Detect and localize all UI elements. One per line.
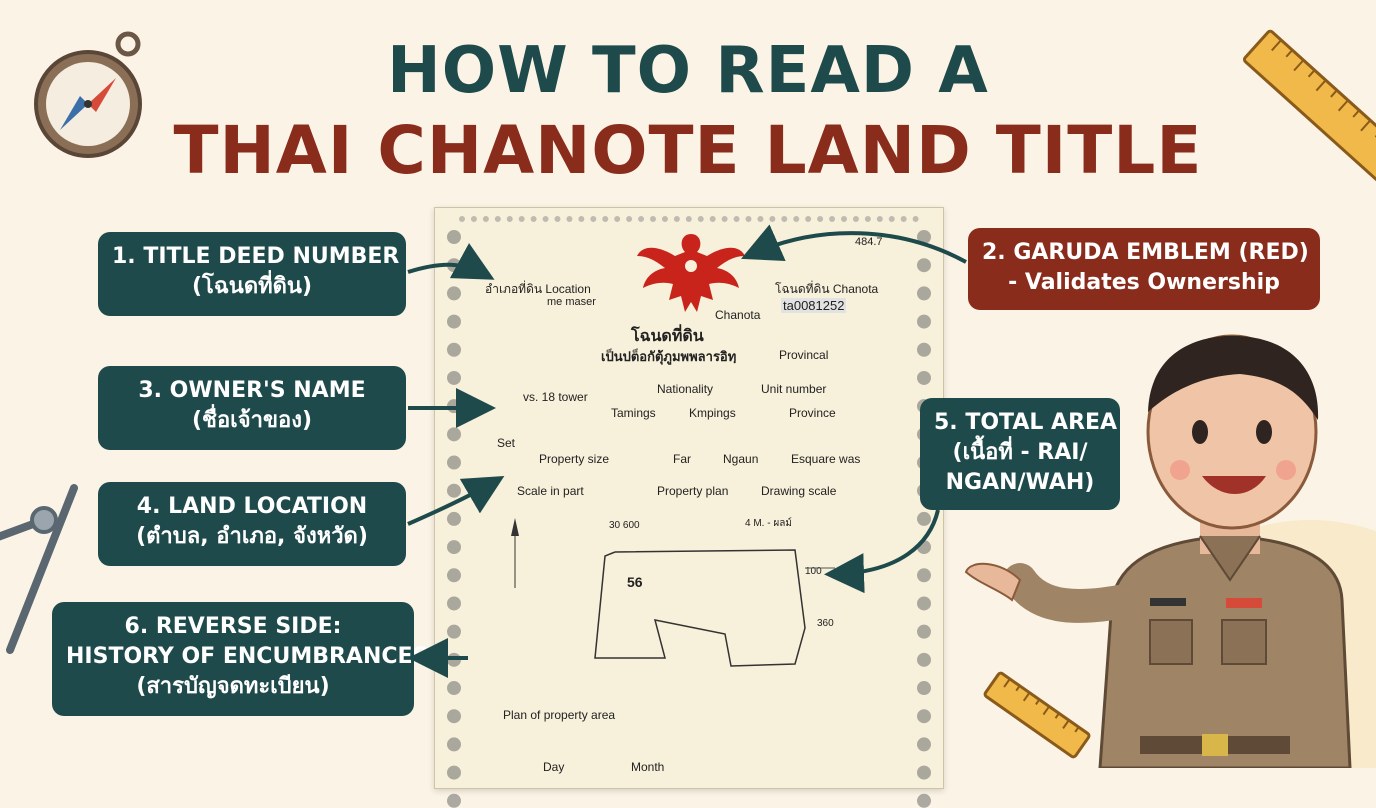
officer-illustration [964, 334, 1352, 768]
doc-kmpings: Kmpings [689, 406, 736, 420]
callout-total-area: 5. TOTAL AREA(เนื้อที่ - RAI/NGAN/WAH) [920, 398, 1120, 510]
arrow-total-area [824, 509, 940, 594]
doc-plan-label: Plan of property area [503, 708, 616, 722]
doc-unit-number: Unit number [761, 382, 827, 396]
arrow-location [407, 475, 505, 526]
doc-dim-600: 30 600 [609, 520, 640, 531]
callout-title-deed-number: 1. TITLE DEED NUMBER(โฉนดที่ดิน) [98, 232, 406, 316]
doc-property-plan: Property plan [657, 484, 729, 498]
doc-set: Set [497, 436, 516, 450]
doc-provincal: Provincal [779, 348, 829, 362]
ruler-icon-small [983, 671, 1091, 759]
divider-compass-icon [0, 484, 78, 654]
compass-icon [34, 31, 142, 158]
callout-land-location: 4. LAND LOCATION(ตำบล, อำเภอ, จังหวัด) [98, 482, 406, 566]
doc-drawing-scale: Drawing scale [761, 484, 837, 498]
callout-reverse-side: 6. REVERSE SIDE:HISTORY OF ENCUMBRANCES(… [52, 602, 428, 716]
doc-province: Province [789, 406, 836, 420]
doc-scale-in-part: Scale in part [517, 484, 584, 498]
doc-name-line: me maser [547, 296, 596, 308]
land-title-document: 484.7 อำเภอที่ดิน Location me maser โฉนด… [434, 207, 944, 808]
doc-esquare: Esquare was [791, 452, 861, 466]
page-title-line2: THAI CHANOTE LAND TITLE [173, 112, 1203, 189]
doc-far: Far [673, 452, 691, 466]
doc-chanota-right: โฉนดที่ดิน Chanota [775, 282, 879, 296]
doc-dim-360: 360 [817, 618, 834, 629]
doc-property-size: Property size [539, 452, 610, 466]
page-title-line1: HOW TO READ A [387, 34, 989, 108]
arrows-layer [407, 224, 1352, 768]
arrow-title-deed [407, 243, 495, 280]
doc-tower: vs. 18 tower [523, 390, 588, 404]
callout-garuda-emblem: 2. GARUDA EMBLEM (RED)- Validates Owners… [968, 228, 1320, 310]
doc-plot-number: 56 [627, 574, 643, 590]
doc-nationality: Nationality [657, 382, 714, 396]
callout-owner-name: 3. OWNER'S NAME(ชื่อเจ้าของ) [98, 366, 406, 450]
garuda-emblem-icon [637, 234, 745, 312]
doc-dim-100: 100 [805, 566, 822, 577]
doc-tamings: Tamings [611, 406, 656, 420]
doc-heading: โฉนดที่ดิน [631, 328, 704, 345]
property-plan-drawing [511, 518, 835, 667]
doc-ngaun: Ngaun [723, 452, 759, 466]
doc-deed-number: ta0081252 [781, 298, 847, 313]
doc-corner-number: 484.7 [855, 236, 883, 248]
doc-chanota-label: Chanota [715, 308, 761, 322]
ruler-icon [1242, 29, 1376, 208]
doc-location-label: อำเภอที่ดิน Location [485, 282, 591, 296]
doc-subheading: เป็นปต็อกัตุ้ภูมพพลารอิทฺ [601, 349, 737, 364]
arrow-garuda [741, 224, 967, 264]
doc-scale-4m: 4 M. - ผลม์ [745, 518, 792, 529]
